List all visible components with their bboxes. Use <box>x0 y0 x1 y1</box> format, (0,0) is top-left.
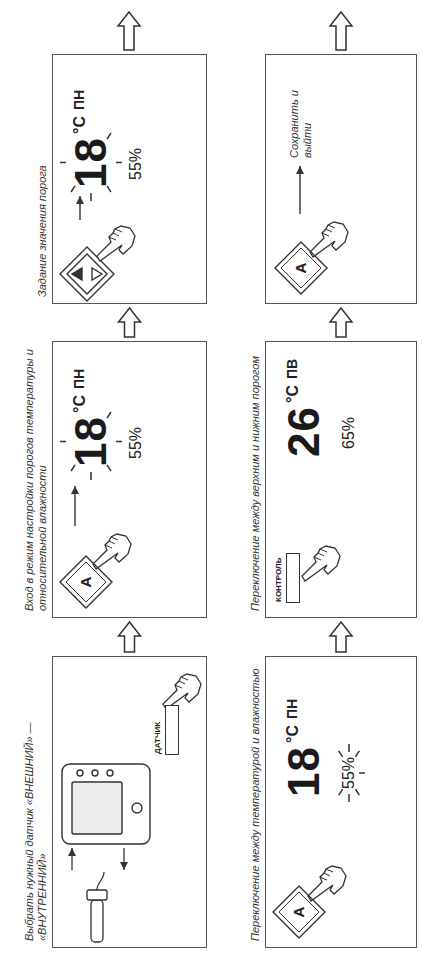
flow-arrow <box>330 308 352 337</box>
button-box: ДАТЧИК <box>165 705 179 755</box>
plug-arrows <box>72 848 124 870</box>
button-letter: A <box>293 263 310 274</box>
unit-label: °C <box>284 385 302 403</box>
key-outline <box>279 892 319 932</box>
key-icon: A <box>274 241 328 295</box>
blink-ray <box>355 789 359 795</box>
key-icon: A <box>59 555 113 609</box>
blink-ray <box>339 751 343 757</box>
step-panel: AПереключение между температурой и влажн… <box>265 656 417 948</box>
button-label: КОНТРОЛЬ <box>275 558 284 602</box>
unit-label: °C <box>71 116 89 134</box>
flow-arrow <box>330 622 352 652</box>
display-humidity: 55% <box>127 427 145 459</box>
button-label: ДАТЧИК <box>154 722 163 754</box>
step-caption: Сохранить и выйти <box>288 61 314 158</box>
display-humidity: 55% <box>340 757 358 789</box>
continue-arrow <box>118 12 352 50</box>
step-panel: A Сохранить и выйти <box>265 54 417 304</box>
flow-arrow <box>119 308 141 337</box>
step-panel: КОНТРОЛЬПереключение между верхним и ниж… <box>265 341 417 618</box>
display-humidity: 55% <box>127 148 145 180</box>
key-outline <box>60 556 112 608</box>
display-humidity: 65% <box>340 417 358 449</box>
unit-label: °C <box>284 725 302 743</box>
step-caption: Вход в режим настройки порогов температу… <box>23 348 49 611</box>
mode-label: ПВ <box>285 359 300 379</box>
flow-arrow <box>119 622 141 652</box>
unit-label: °C <box>71 395 89 413</box>
display-digits: 18 <box>67 416 115 467</box>
key-icon: A <box>272 885 326 939</box>
blink-ray <box>90 193 92 201</box>
mode-label: ПН <box>72 369 87 389</box>
device-body <box>62 764 150 844</box>
mode-label: ПН <box>72 90 87 110</box>
display-digits: 18 <box>67 137 115 188</box>
button-letter: A <box>78 577 95 588</box>
action-arrow <box>75 166 300 526</box>
display-digits: 26 <box>280 406 328 457</box>
blink-ray <box>60 162 66 164</box>
display-digits: 18 <box>280 746 328 797</box>
step-panel: AВход в режим настройки порогов температ… <box>52 341 207 618</box>
step-panel: ДАТЧИКВыбрать нужный датчик «ВНЕШНИЙ» — … <box>52 656 207 948</box>
blink-ray <box>90 472 92 480</box>
blink-ray <box>348 794 350 802</box>
step-panel: Задание значения порога18°CПН55% <box>52 54 207 304</box>
blink-rays <box>60 133 365 802</box>
key-outline <box>281 248 321 288</box>
step-caption: Переключение между температурой и влажно… <box>249 663 262 941</box>
step-caption: Переключение между верхним и нижним поро… <box>249 348 262 611</box>
key-outline <box>66 562 106 602</box>
mode-label: ПН <box>285 699 300 719</box>
pressing-hand <box>93 222 348 901</box>
blink-ray <box>348 744 350 752</box>
blink-ray <box>60 441 66 443</box>
key-outline <box>275 242 327 294</box>
button-box: КОНТРОЛЬ <box>286 553 300 603</box>
button-letter: A <box>291 907 308 918</box>
blink-ray <box>359 772 365 774</box>
blink-ray <box>116 441 122 443</box>
key-outline <box>273 886 325 938</box>
step-caption: Выбрать нужный датчик «ВНЕШНИЙ» — «ВНУТР… <box>23 663 49 941</box>
blink-ray <box>116 162 122 164</box>
step-caption: Задание значения порога <box>36 61 49 297</box>
blink-ray <box>355 751 359 757</box>
blink-ray <box>339 789 343 795</box>
temperature-probe <box>87 872 107 942</box>
